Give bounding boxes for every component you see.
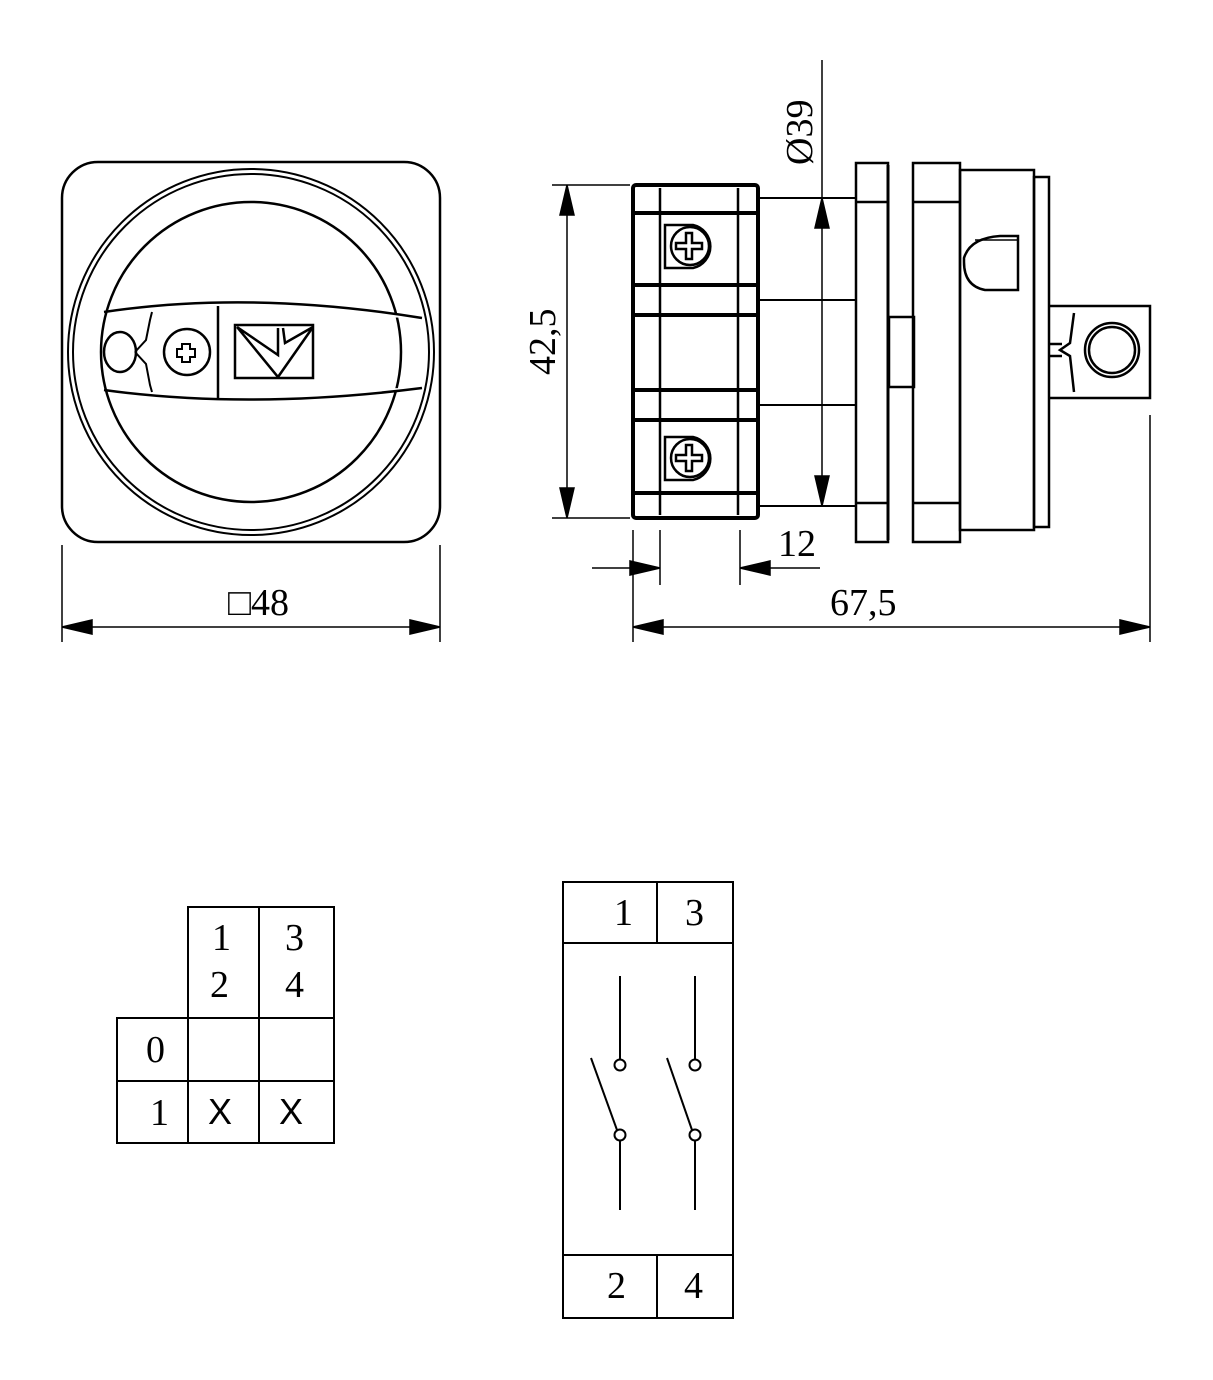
table-col-1-top: 1: [212, 917, 231, 959]
switching-table: [116, 906, 335, 1144]
height-dimension: 42,5: [522, 309, 564, 376]
dimension-lines: [61, 60, 1151, 642]
terminal-label: 3: [685, 892, 704, 934]
table-cell-mark: X: [279, 1091, 303, 1132]
brand-logo-icon: [233, 323, 315, 380]
table-col-2-top: 3: [285, 917, 304, 959]
terminal-screw-icon: [663, 223, 712, 270]
terminal-label: 4: [684, 1265, 703, 1307]
side-view: [631, 161, 1152, 544]
terminal-screw-icon: [663, 435, 712, 482]
table-col-2-bottom: 4: [285, 964, 304, 1006]
schematic: [562, 881, 734, 1319]
front-view: [60, 160, 442, 544]
padlock-hole-icon: [102, 330, 138, 374]
switch-contact-icon: [590, 976, 627, 1210]
table-row-position: 1: [150, 1092, 169, 1134]
length-dimension: 67,5: [830, 582, 897, 624]
terminal-label: 2: [607, 1265, 626, 1307]
switch-contact-icon: [666, 976, 702, 1210]
table-col-1-bottom: 2: [210, 964, 229, 1006]
diameter-dimension: Ø39: [779, 100, 821, 165]
table-row-position: 0: [146, 1029, 165, 1071]
screw-icon: [162, 327, 212, 377]
mount-dimension: 12: [778, 523, 816, 565]
table-cell-mark: X: [208, 1091, 232, 1132]
front-width-dimension: □48: [228, 582, 289, 624]
terminal-label: 1: [614, 892, 633, 934]
